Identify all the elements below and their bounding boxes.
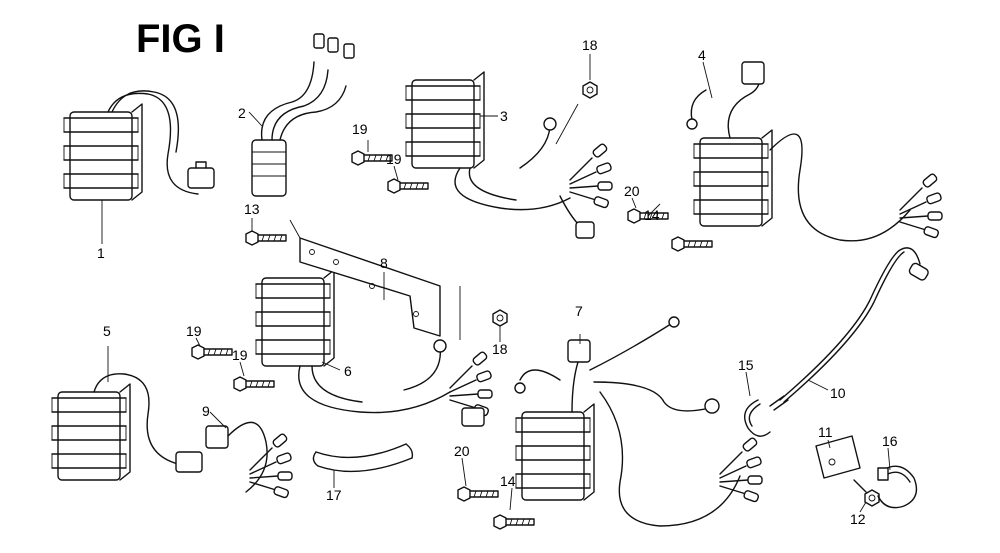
callout-19-c: 19	[186, 323, 202, 339]
bolt-13	[245, 230, 287, 246]
callout-18-upper: 18	[582, 37, 598, 53]
part-4-regulator	[686, 61, 943, 242]
callout-18-lower: 18	[492, 341, 508, 357]
part-8-bracket	[299, 237, 441, 337]
callout-19-d: 19	[232, 347, 248, 363]
part-5-regulator	[51, 373, 203, 481]
bolt-14-b	[493, 514, 535, 530]
callout-3: 3	[500, 108, 508, 124]
bolt-19-d	[233, 376, 275, 392]
bolt-20-b	[457, 486, 499, 502]
callout-19-b: 19	[386, 151, 402, 167]
part-17-tube	[312, 443, 414, 473]
part-12-bolt	[853, 479, 880, 507]
callout-6: 6	[344, 363, 352, 379]
bolt-19-b	[387, 178, 429, 194]
callout-16: 16	[882, 433, 898, 449]
part-16-clamp	[877, 465, 918, 509]
callout-11: 11	[818, 424, 833, 440]
nut-18-b	[492, 309, 508, 327]
part-2-harness	[251, 33, 355, 197]
callout-numbers: 1 2 3 4 5 6 7 8 9 10 11 12 13 14 14 15 1…	[97, 37, 898, 527]
callout-12: 12	[850, 511, 866, 527]
part-15-clip	[744, 399, 771, 437]
bolt-14-a	[671, 236, 713, 252]
callout-2: 2	[238, 105, 246, 121]
part-3-regulator	[405, 71, 613, 239]
callout-17: 17	[326, 487, 342, 503]
part-11-bracket	[815, 435, 861, 479]
callout-8: 8	[380, 255, 388, 271]
callout-10: 10	[830, 385, 846, 401]
callout-19-a: 19	[352, 121, 368, 137]
callout-13: 13	[244, 201, 260, 217]
callout-20-lower: 20	[454, 443, 470, 459]
leader-lines	[101, 54, 891, 513]
callout-7: 7	[575, 303, 583, 319]
part-6-regulator	[255, 269, 493, 427]
callout-9: 9	[202, 403, 210, 419]
part-1-regulator	[63, 90, 215, 201]
callout-5: 5	[103, 323, 111, 339]
bolt-19-c	[191, 344, 233, 360]
callout-15: 15	[738, 357, 754, 373]
part-10-sensor	[769, 247, 929, 411]
part-9-harness	[205, 421, 293, 500]
callout-20-upper: 20	[624, 183, 640, 199]
figure-title: FIG I	[136, 17, 225, 61]
nut-18-a	[582, 81, 598, 99]
callout-14-upper: 14	[644, 207, 660, 223]
part-7-regulator	[514, 316, 763, 527]
callout-14-lower: 14	[500, 473, 516, 489]
callout-4: 4	[698, 47, 706, 63]
callout-1: 1	[97, 245, 105, 261]
